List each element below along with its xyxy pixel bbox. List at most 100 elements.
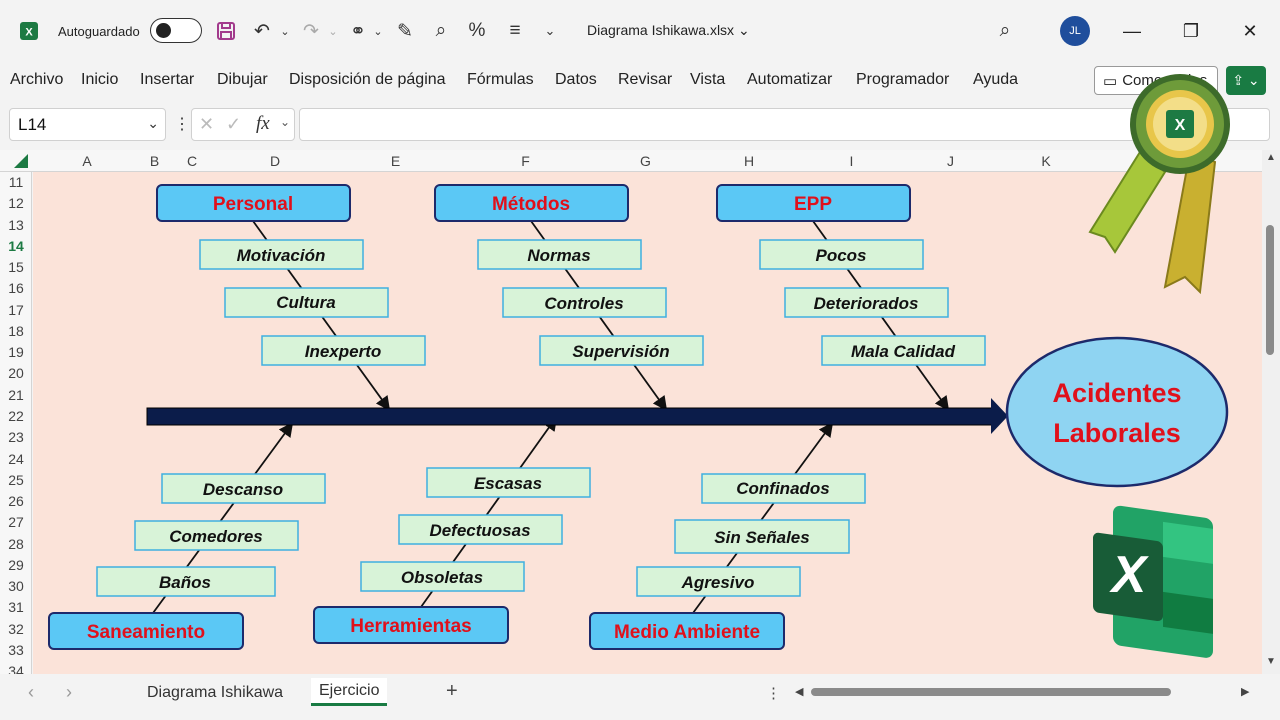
row-header[interactable]: 20 bbox=[8, 365, 24, 382]
cause-box[interactable]: Confinados bbox=[701, 473, 866, 504]
redo-dropdown-icon[interactable]: ⌄ bbox=[328, 25, 338, 38]
insert-function-icon[interactable]: fx bbox=[256, 113, 270, 134]
align-icon[interactable]: ≡ bbox=[509, 20, 521, 41]
column-header[interactable]: D bbox=[269, 153, 281, 169]
row-header[interactable]: 34 bbox=[8, 663, 24, 674]
autosave-toggle[interactable] bbox=[150, 18, 202, 43]
effect-node[interactable]: Acidentes Laborales bbox=[1005, 336, 1229, 488]
customize-toolbar-icon[interactable]: ⌄ bbox=[544, 23, 556, 38]
menu-revisar[interactable]: Revisar bbox=[618, 71, 673, 88]
add-sheet-icon[interactable]: + bbox=[446, 680, 458, 702]
cause-box[interactable]: Cultura bbox=[224, 287, 389, 318]
scroll-down-icon[interactable]: ▼ bbox=[1266, 656, 1276, 667]
tab-diagrama-ishikawa[interactable]: Diagrama Ishikawa bbox=[147, 684, 284, 701]
enter-icon[interactable]: ✓ bbox=[226, 114, 242, 134]
menu-disposicion[interactable]: Disposición de página bbox=[289, 71, 446, 88]
cause-box[interactable]: Agresivo bbox=[636, 566, 801, 597]
tab-scroll-left-icon[interactable]: ‹ bbox=[28, 682, 34, 702]
cause-box[interactable]: Normas bbox=[477, 239, 642, 270]
column-header[interactable]: A bbox=[82, 153, 92, 169]
menu-dibujar[interactable]: Dibujar bbox=[217, 71, 268, 88]
row-header[interactable]: 28 bbox=[8, 535, 24, 552]
column-header[interactable]: I bbox=[849, 153, 854, 169]
minimize-button[interactable]: — bbox=[1123, 20, 1141, 41]
column-header[interactable]: H bbox=[743, 153, 755, 169]
cause-box[interactable]: Defectuosas bbox=[398, 514, 563, 545]
menu-insertar[interactable]: Insertar bbox=[140, 71, 195, 88]
vertical-scrollbar[interactable]: ▲ ▼ bbox=[1262, 150, 1280, 674]
search-icon[interactable]: ⌕ bbox=[999, 20, 1011, 41]
cause-box[interactable]: Baños bbox=[96, 566, 276, 597]
cause-box[interactable]: Descanso bbox=[161, 473, 326, 504]
menu-inicio[interactable]: Inicio bbox=[81, 71, 119, 88]
sheet-canvas[interactable]: Acidentes Laborales Personal Métodos EPP… bbox=[33, 172, 1262, 674]
row-header[interactable]: 22 bbox=[8, 407, 24, 424]
cause-box[interactable]: Comedores bbox=[134, 520, 299, 551]
more-options-icon[interactable]: ⋮ bbox=[174, 116, 190, 133]
row-header[interactable]: 32 bbox=[8, 620, 24, 637]
cause-box[interactable]: Pocos bbox=[759, 239, 924, 270]
row-header[interactable]: 31 bbox=[8, 599, 24, 616]
column-header[interactable]: E bbox=[390, 153, 401, 169]
save-icon[interactable] bbox=[213, 18, 239, 44]
cause-box[interactable]: Escasas bbox=[426, 467, 591, 498]
row-header[interactable]: 13 bbox=[8, 216, 24, 233]
draw-pen-icon[interactable]: ✎ bbox=[397, 20, 413, 42]
row-header[interactable]: 23 bbox=[8, 429, 24, 446]
horizontal-scrollbar[interactable]: ◀ ▶ bbox=[795, 684, 1255, 700]
cause-box[interactable]: Obsoletas bbox=[360, 561, 525, 592]
percent-icon[interactable]: % bbox=[468, 20, 486, 41]
row-header[interactable]: 12 bbox=[8, 195, 24, 212]
more-tabs-icon[interactable]: ⋮ bbox=[766, 685, 781, 702]
vertical-scroll-thumb[interactable] bbox=[1266, 225, 1274, 355]
row-header[interactable]: 15 bbox=[8, 259, 24, 276]
row-header[interactable]: 30 bbox=[8, 578, 24, 595]
scroll-right-icon[interactable]: ▶ bbox=[1241, 686, 1250, 698]
restore-button[interactable]: ❐ bbox=[1182, 20, 1200, 41]
document-title[interactable]: Diagrama Ishikawa.xlsx ⌄ bbox=[587, 22, 750, 39]
link-dropdown-icon[interactable]: ⌄ bbox=[373, 25, 383, 38]
menu-datos[interactable]: Datos bbox=[555, 71, 597, 88]
link-icon[interactable]: ⚭ bbox=[350, 20, 366, 42]
cause-box[interactable]: Deteriorados bbox=[784, 287, 949, 318]
category-saneamiento[interactable]: Saneamiento bbox=[48, 612, 244, 650]
undo-icon[interactable]: ↶ bbox=[254, 20, 270, 42]
menu-automatizar[interactable]: Automatizar bbox=[747, 71, 833, 88]
category-herramientas[interactable]: Herramientas bbox=[313, 606, 509, 644]
category-metodos[interactable]: Métodos bbox=[434, 184, 629, 222]
row-header[interactable]: 24 bbox=[8, 450, 24, 467]
row-header[interactable]: 17 bbox=[8, 301, 24, 318]
column-header[interactable]: C bbox=[186, 153, 198, 169]
row-header[interactable]: 25 bbox=[8, 471, 24, 488]
menu-ayuda[interactable]: Ayuda bbox=[973, 71, 1019, 88]
row-header[interactable]: 18 bbox=[8, 322, 24, 339]
tab-ejercicio[interactable]: Ejercicio bbox=[311, 678, 388, 706]
row-header[interactable]: 26 bbox=[8, 493, 24, 510]
column-header[interactable]: G bbox=[640, 153, 651, 169]
row-header[interactable]: 33 bbox=[8, 641, 24, 658]
tab-scroll-right-icon[interactable]: › bbox=[66, 682, 72, 702]
cause-box[interactable]: Motivación bbox=[199, 239, 364, 270]
cause-box[interactable]: Inexperto bbox=[261, 335, 426, 366]
row-header[interactable]: 11 bbox=[8, 174, 24, 190]
cause-box[interactable]: Mala Calidad bbox=[821, 335, 986, 366]
row-header[interactable]: 29 bbox=[8, 556, 24, 573]
menu-programador[interactable]: Programador bbox=[856, 71, 950, 88]
cause-box[interactable]: Sin Señales bbox=[674, 519, 850, 554]
category-personal[interactable]: Personal bbox=[156, 184, 351, 222]
redo-icon[interactable]: ↷ bbox=[303, 20, 319, 42]
row-header[interactable]: 14 bbox=[8, 237, 24, 254]
menu-archivo[interactable]: Archivo bbox=[10, 71, 64, 88]
cause-box[interactable]: Controles bbox=[502, 287, 667, 318]
name-box[interactable]: L14 ⌄ bbox=[9, 108, 166, 141]
menu-vista[interactable]: Vista bbox=[690, 71, 726, 88]
close-button[interactable]: ✕ bbox=[1242, 20, 1258, 41]
column-header[interactable]: J bbox=[947, 153, 954, 169]
row-header[interactable]: 16 bbox=[8, 280, 24, 297]
user-avatar[interactable]: JL bbox=[1060, 16, 1090, 46]
category-medio-ambiente[interactable]: Medio Ambiente bbox=[589, 612, 785, 650]
menu-formulas[interactable]: Fórmulas bbox=[467, 71, 534, 88]
share-button[interactable]: ⇪ ⌄ bbox=[1226, 66, 1266, 95]
category-epp[interactable]: EPP bbox=[716, 184, 911, 222]
cancel-icon[interactable]: ✕ bbox=[199, 114, 215, 134]
